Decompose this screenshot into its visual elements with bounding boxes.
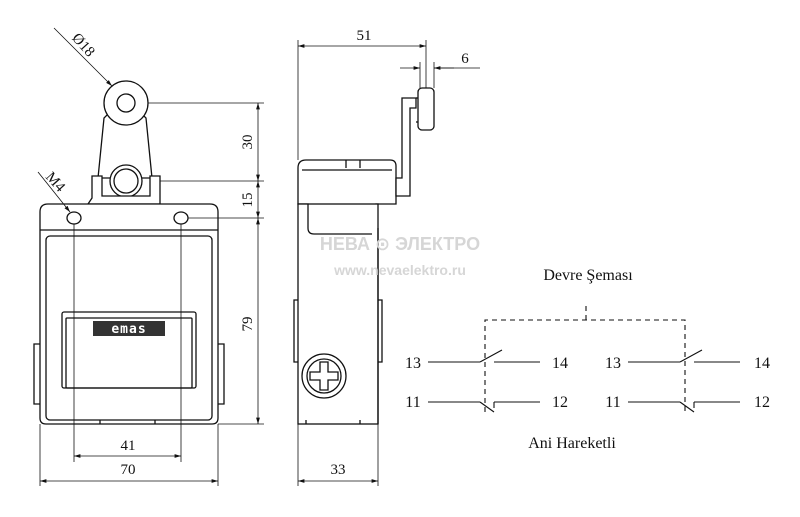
dim-width-holes: 41 xyxy=(121,438,136,454)
body-inner xyxy=(45,235,213,421)
terminal-14-b: 14 xyxy=(754,355,770,372)
terminal-13-a: 13 xyxy=(405,355,421,372)
lever-pivot xyxy=(109,164,143,198)
terminal-11-b: 11 xyxy=(605,394,620,411)
roller xyxy=(103,80,149,126)
watermark-line2: www.nevaelektro.ru xyxy=(333,262,466,278)
circuit-subtitle: Ani Hareketli xyxy=(528,435,616,452)
actuator-linkage xyxy=(484,319,686,412)
dim-height-body: 79 xyxy=(240,317,256,332)
front-view xyxy=(33,80,225,425)
terminal-11-a: 11 xyxy=(405,394,420,411)
dim-roller-diameter: Ø18 xyxy=(68,30,97,60)
front-dimensions xyxy=(37,27,264,486)
watermark-line1: НЕВА ⊙ ЭЛЕКТРО xyxy=(320,234,480,254)
circuit-title: Devre Şeması xyxy=(543,267,633,284)
terminal-13-b: 13 xyxy=(605,355,621,372)
brand-badge xyxy=(93,321,165,336)
terminal-12-a: 12 xyxy=(552,394,568,411)
contact-no-2 xyxy=(628,349,740,363)
side-dimensions xyxy=(297,40,480,486)
circuit-schematic xyxy=(428,306,740,413)
terminal-12-b: 12 xyxy=(754,394,770,411)
brand-plate-inner xyxy=(65,317,193,389)
contact-nc-2 xyxy=(628,401,740,413)
contact-nc-1 xyxy=(428,401,540,413)
side-lever xyxy=(395,97,417,197)
dim-screw-size: M4 xyxy=(42,169,68,196)
cable-gland xyxy=(301,353,347,399)
dim-width-total: 70 xyxy=(121,462,136,478)
side-view xyxy=(293,87,435,425)
lever-pivot-inner xyxy=(113,168,139,194)
brand-label: emas xyxy=(111,322,146,337)
body-outer xyxy=(39,203,219,425)
head-block xyxy=(86,175,161,205)
dim-depth: 33 xyxy=(331,462,346,478)
dim-height-mid: 15 xyxy=(240,193,256,208)
terminal-14-a: 14 xyxy=(552,355,568,372)
roller-hub xyxy=(116,93,136,113)
dim-height-top: 30 xyxy=(240,135,256,150)
contact-no-1 xyxy=(428,349,540,363)
dim-roller-width: 6 xyxy=(461,51,469,67)
dim-lever-reach: 51 xyxy=(357,28,372,44)
side-roller xyxy=(417,87,435,131)
